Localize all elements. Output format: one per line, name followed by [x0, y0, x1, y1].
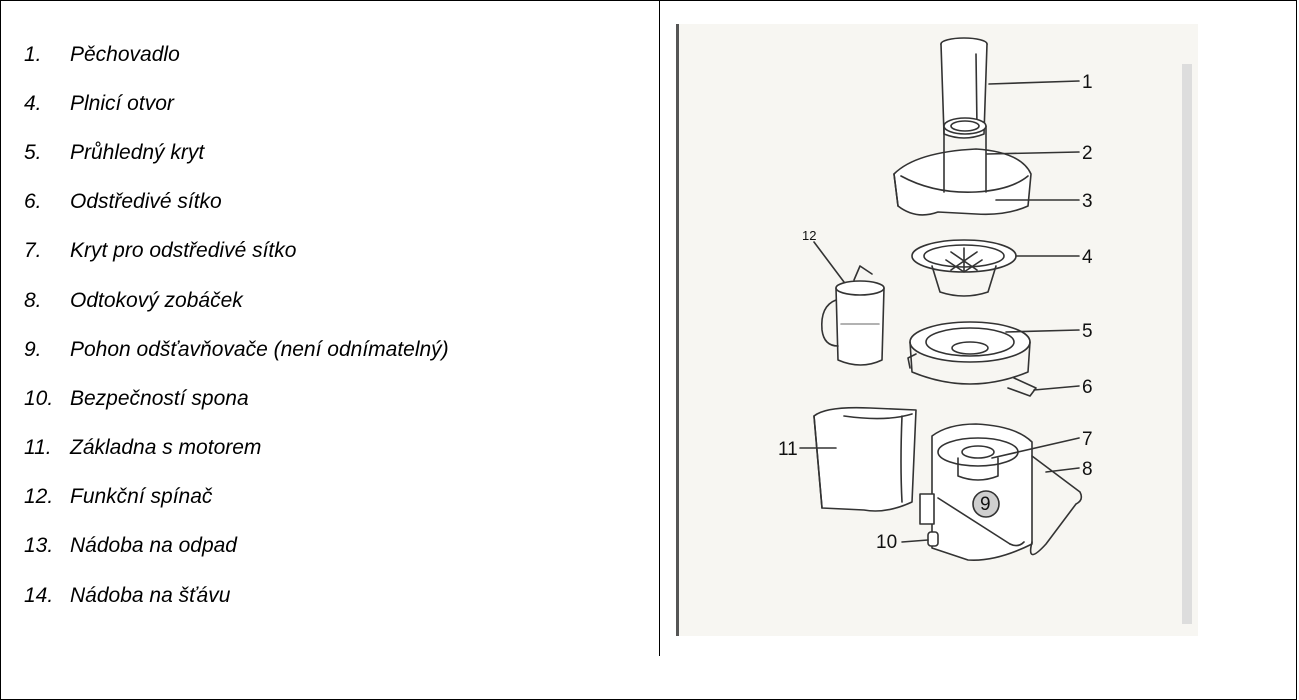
list-item: 13. Nádoba na odpad — [24, 522, 654, 571]
item-number: 4. — [24, 91, 42, 115]
drive-marker-circle — [972, 490, 1000, 518]
item-number: 7. — [24, 239, 42, 263]
list-item: 7. Kryt pro odstředivé sítko — [24, 227, 654, 276]
item-number: 12. — [24, 485, 54, 509]
leader-line-8 — [1045, 467, 1080, 473]
callout-10: 10 — [876, 532, 897, 553]
list-item: 8. Odtokový zobáček — [24, 276, 654, 325]
pusher-drawing — [940, 37, 988, 139]
item-number: 1. — [24, 42, 42, 66]
leader-line-10 — [901, 539, 929, 543]
callout-4: 4 — [1082, 247, 1093, 268]
callout-7: 7 — [1082, 429, 1093, 450]
list-item: 11. Základna s motorem — [24, 424, 654, 473]
item-label: Pěchovadlo — [70, 42, 180, 66]
item-label: Plnicí otvor — [70, 91, 174, 115]
filter-cover-drawing — [907, 321, 1037, 397]
parts-list: 1. Pěchovadlo 4. Plnicí otvor 5. Průhledný … — [24, 30, 654, 620]
leader-line-1 — [988, 80, 1080, 85]
item-label: Průhledný kryt — [70, 140, 205, 164]
callout-8: 8 — [1082, 459, 1093, 480]
leader-line-12 — [813, 241, 845, 283]
item-label: Základna s motorem — [70, 436, 262, 460]
item-number: 6. — [24, 190, 42, 214]
list-item: 1. Pěchovadlo — [24, 30, 654, 79]
leader-line-2 — [986, 151, 1080, 155]
list-item: 12. Funkční spínač — [24, 473, 654, 522]
list-item: 5. Průhledný kryt — [24, 128, 654, 177]
juice-jug-drawing — [820, 265, 885, 366]
leader-line-6 — [1033, 385, 1080, 391]
callout-12: 12 — [802, 228, 816, 243]
list-item: 6. Odstředivé sítko — [24, 178, 654, 227]
callout-2: 2 — [1082, 143, 1093, 164]
filter-basket-drawing — [911, 239, 1017, 297]
item-number: 5. — [24, 140, 42, 164]
item-label: Kryt pro odstředivé sítko — [70, 239, 297, 263]
leader-line-7 — [991, 437, 1080, 459]
item-label: Odtokový zobáček — [70, 288, 243, 312]
item-number: 8. — [24, 288, 42, 312]
list-item: 14. Nádoba na šťávu — [24, 571, 654, 620]
item-number: 13. — [24, 534, 54, 558]
callout-5: 5 — [1082, 321, 1093, 342]
leader-line-5 — [1005, 329, 1080, 333]
item-label: Bezpečností spona — [70, 386, 249, 410]
callout-11: 11 — [778, 439, 798, 460]
callout-3: 3 — [1082, 191, 1093, 212]
item-number: 14. — [24, 583, 54, 607]
list-item: 10. Bezpečností spona — [24, 374, 654, 423]
list-item: 9. Pohon odšťavňovače (není odnímatelný) — [24, 325, 654, 374]
item-number: 9. — [24, 337, 42, 361]
lid-drawing — [893, 117, 1032, 216]
item-number: 10. — [24, 386, 54, 410]
list-item: 4. Plnicí otvor — [24, 79, 654, 128]
item-label: Nádoba na šťávu — [70, 583, 231, 607]
item-label: Funkční spínač — [70, 485, 213, 509]
item-label: Nádoba na odpad — [70, 534, 237, 558]
scan-shadow — [1182, 64, 1192, 624]
callout-6: 6 — [1082, 377, 1093, 398]
callout-1: 1 — [1082, 72, 1093, 93]
item-label: Odstředivé sítko — [70, 190, 222, 214]
column-divider — [659, 0, 660, 656]
callout-9: 9 — [980, 494, 991, 515]
item-number: 11. — [24, 436, 52, 460]
pulp-container-drawing — [813, 406, 917, 512]
scan-edge — [676, 24, 679, 636]
item-label: Pohon odšťavňovače (není odnímatelný) — [70, 337, 449, 361]
juicer-exploded-diagram: 1 2 3 4 5 6 7 8 9 10 11 12 — [676, 24, 1198, 636]
